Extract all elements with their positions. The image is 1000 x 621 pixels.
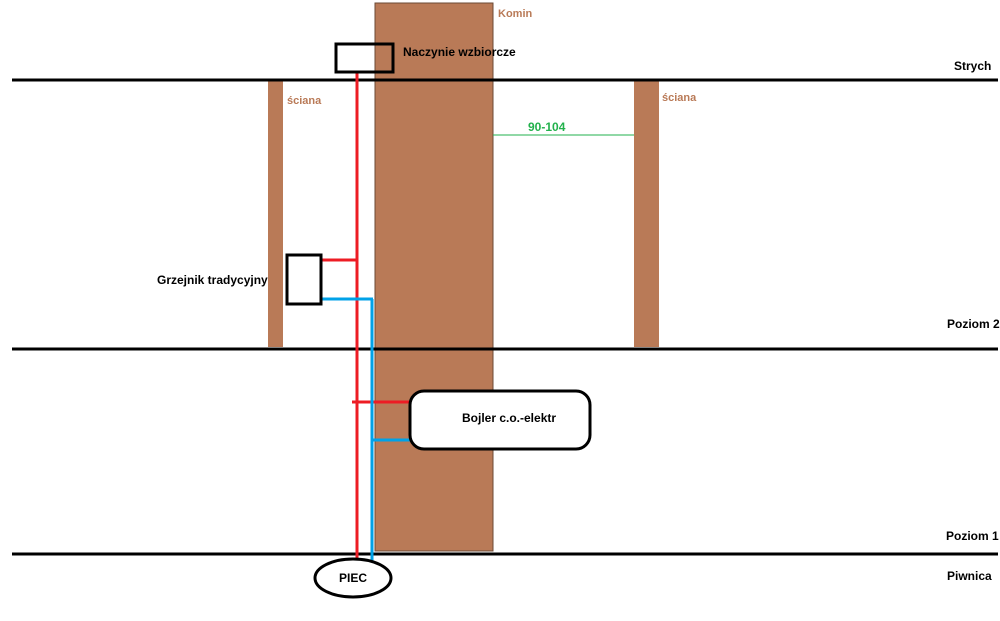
wall-left [268,81,283,347]
wall-left-label: ściana [287,95,322,107]
furnace [313,557,393,599]
chimney-label: Komin [498,8,533,20]
chimney [374,2,494,552]
floor-label-attic: Strych [954,59,991,73]
floor-label-level1: Poziom 1 [946,529,999,543]
distance-label: 90-104 [528,120,566,134]
wall-right [634,81,659,347]
expansion-tank [334,42,395,74]
radiator-label: Grzejnik tradycyjny [157,273,268,287]
boiler-label: Bojler c.o.-elektr [462,411,556,425]
floor-label-level2: Poziom 2 [947,317,1000,331]
radiator [285,253,323,306]
furnace-label: PIEC [339,571,367,585]
expansion-tank-label: Naczynie wzbiorcze [403,45,516,59]
wall-right-label: ściana [662,92,697,104]
floor-label-basement: Piwnica [947,569,992,583]
boiler [408,389,592,451]
